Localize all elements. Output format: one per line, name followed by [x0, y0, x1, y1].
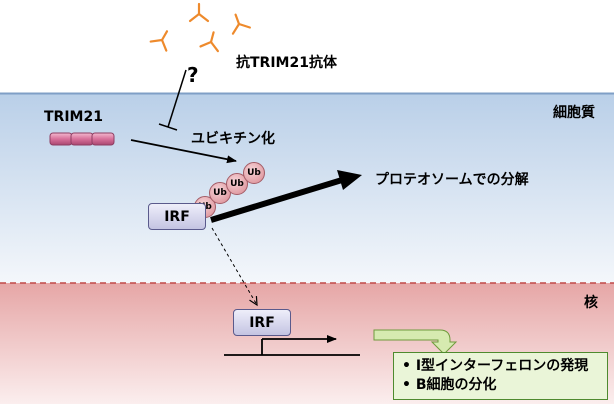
cytoplasm-label: 細胞質 [553, 105, 595, 121]
antibody-icon [199, 31, 219, 53]
degradation-label: プロテオソームでの分解 [375, 172, 529, 188]
ubiquitin-4: Ub [243, 162, 265, 184]
translocation-arrow [211, 227, 258, 307]
outcome-box: • I型インターフェロンの発現 • B細胞の分化 [393, 352, 608, 400]
antibody-icon [149, 30, 169, 52]
antibody-label: 抗TRIM21抗体 [236, 55, 337, 71]
antibody-icon [231, 13, 251, 35]
irf-nucleus: IRF [233, 309, 291, 336]
gene-promoter [224, 335, 360, 356]
trim21-protein [49, 132, 115, 146]
degradation-arrow [210, 170, 362, 223]
ubiquitination-label: ユビキチン化 [191, 131, 275, 147]
antibody-icon [188, 2, 210, 23]
nucleus-label: 核 [584, 295, 598, 311]
outcome-ifn: • I型インターフェロンの発現 [402, 358, 589, 374]
ubiquitin-3: Ub [226, 173, 248, 195]
outcome-arrow [373, 329, 458, 355]
irf-cytoplasm: IRF [148, 203, 206, 230]
ubiquitination-arrow [130, 139, 237, 164]
outcome-bcell: • B細胞の分化 [402, 377, 497, 393]
inhibition-line [158, 69, 187, 131]
trim21-label: TRIM21 [44, 109, 103, 125]
antibody-icons [149, 2, 251, 53]
question-mark: ? [187, 63, 199, 87]
